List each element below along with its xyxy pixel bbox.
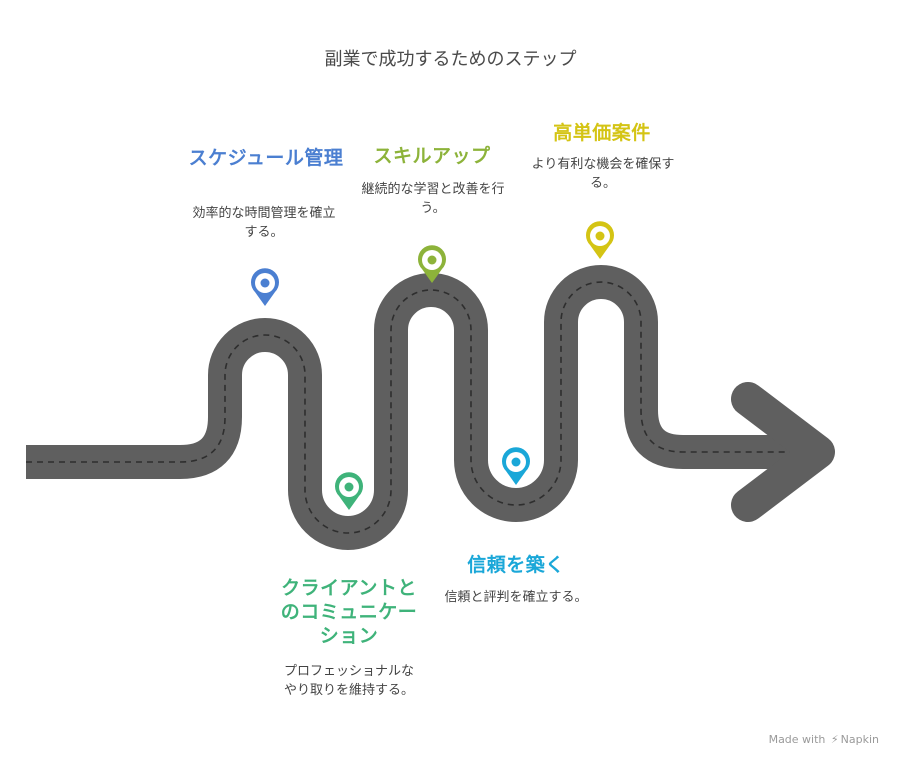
made-with-label: Made with xyxy=(768,733,826,746)
step-title-schedule: スケジュール管理 xyxy=(188,147,344,169)
location-pin-icon xyxy=(586,221,615,259)
step-desc-skill-up: 継続的な学習と改善を行う。 xyxy=(361,182,505,216)
step-title-build-trust: 信頼を築く xyxy=(467,554,565,576)
diagram-title: 副業で成功するためのステップ xyxy=(324,49,577,70)
location-pin-icon xyxy=(251,268,280,306)
made-with-napkin-credit: Made with ⚡Napkin xyxy=(769,733,879,746)
road-center-line xyxy=(26,281,800,534)
step-title-skill-up: スキルアップ xyxy=(373,145,491,167)
location-pin-icon xyxy=(418,245,446,283)
road-arrowhead xyxy=(731,382,835,522)
step-desc-build-trust: 信頼と評判を確立する。 xyxy=(444,590,588,605)
step-title-high-value: 高単価案件 xyxy=(553,122,651,144)
step-title-client-communication: クライアントとのコミュニケーション xyxy=(280,577,418,647)
winding-road xyxy=(26,265,800,550)
step-desc-high-value: より有利な機会を確保する。 xyxy=(531,157,675,191)
location-pin-icon xyxy=(335,472,364,510)
step-desc-client-communication: プロフェッショナルなやり取りを維持する。 xyxy=(283,664,414,698)
napkin-brand: Napkin xyxy=(840,733,879,746)
napkin-logo-icon: ⚡ xyxy=(830,733,839,746)
location-pin-icon xyxy=(502,447,531,485)
step-desc-schedule: 効率的な時間管理を確立する。 xyxy=(192,206,336,240)
